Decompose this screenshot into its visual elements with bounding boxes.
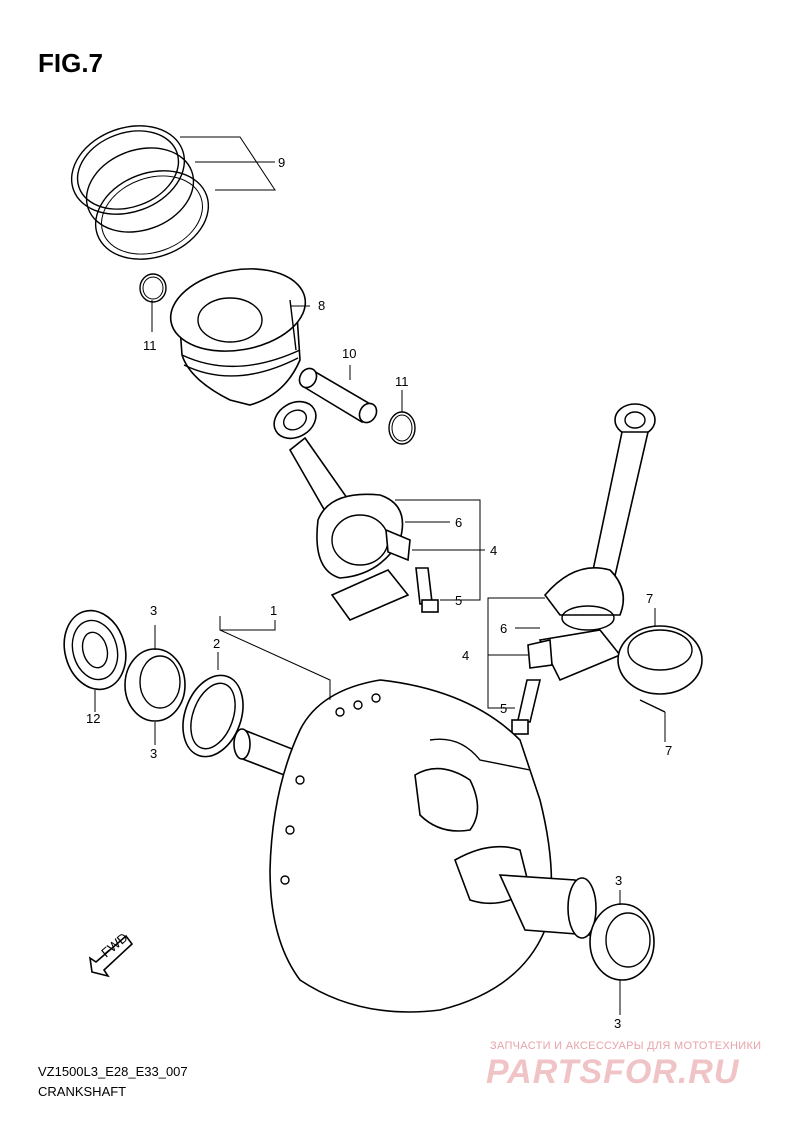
callout-3-bottom-right: 3 (614, 1016, 621, 1031)
watermark-tagline: ЗАПЧАСТИ И АКСЕССУАРЫ ДЛЯ МОТОТЕХНИКИ (490, 1040, 762, 1052)
callout-3-bottom-left: 3 (150, 746, 157, 761)
connecting-rod-bolt-rear (511, 679, 542, 735)
callout-7-top: 7 (646, 591, 653, 606)
crankpin-bearing-pair (617, 625, 703, 713)
piston-pin-circlip-right (388, 411, 416, 445)
callout-1: 1 (270, 603, 277, 618)
main-bearing-left (124, 648, 186, 722)
piston (169, 268, 307, 406)
callout-12: 12 (86, 711, 100, 726)
callout-numbers: 9 8 11 10 11 6 4 5 1 3 2 7 6 4 5 12 3 7 … (86, 155, 672, 1031)
piston-rings (70, 125, 210, 260)
callout-2: 2 (213, 636, 220, 651)
callout-11-left: 11 (143, 338, 157, 353)
crankshaft (233, 679, 597, 1013)
callout-7-bottom: 7 (665, 743, 672, 758)
callout-3-top-right: 3 (615, 873, 622, 888)
figure-code: VZ1500L3_E28_E33_007 (38, 1064, 188, 1079)
callout-8: 8 (318, 298, 325, 313)
figure-name: CRANKSHAFT (38, 1084, 127, 1099)
watermark-brand: PARTSFOR.RU (486, 1053, 740, 1091)
piston-pin (298, 367, 378, 424)
callout-10: 10 (342, 346, 356, 361)
connecting-rod-rear (527, 403, 656, 682)
callout-6-rear: 6 (500, 621, 507, 636)
callout-5-rear: 5 (500, 701, 507, 716)
callout-9: 9 (278, 155, 285, 170)
leader-lines (94, 136, 666, 1015)
thrust-washer (182, 674, 244, 758)
callout-4-front: 4 (490, 543, 497, 558)
piston-pin-circlip-left (139, 273, 167, 303)
callout-11-right: 11 (395, 374, 409, 389)
figure-title: FIG.7 (38, 48, 104, 78)
callout-4-rear: 4 (462, 648, 469, 663)
primary-drive-gear (63, 609, 127, 691)
connecting-rod-bolt-front (415, 567, 439, 613)
callout-5-front: 5 (455, 593, 462, 608)
callout-3-top-left: 3 (150, 603, 157, 618)
callout-6-front: 6 (455, 515, 462, 530)
main-bearing-right (589, 903, 655, 981)
forward-direction-arrow: FWD (88, 930, 134, 978)
connecting-rod-front (273, 400, 411, 621)
